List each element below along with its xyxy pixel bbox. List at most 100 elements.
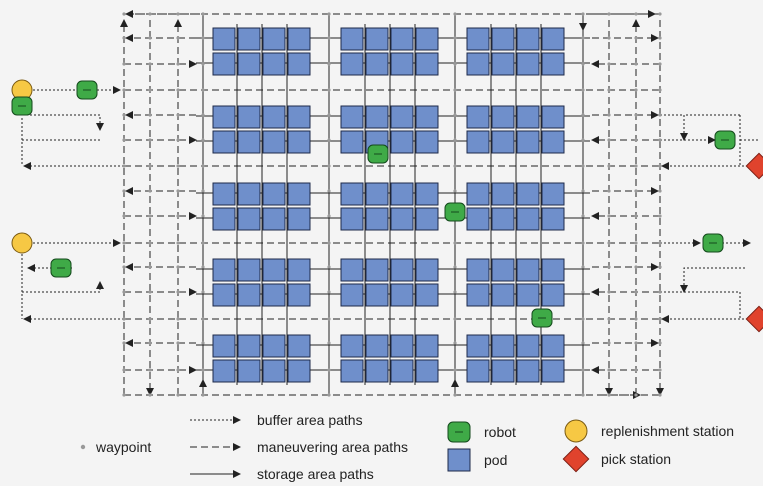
waypoint [658, 62, 662, 66]
waypoint [176, 290, 180, 294]
pod [212, 258, 236, 282]
pod [365, 207, 389, 231]
waypoint [658, 113, 662, 117]
waypoint [581, 393, 585, 397]
pod [365, 334, 389, 358]
waypoint [148, 317, 152, 321]
pod [287, 52, 311, 76]
pod [340, 334, 364, 358]
waypoint [327, 189, 331, 193]
pod [340, 105, 364, 129]
waypoint [634, 368, 638, 372]
pod [340, 182, 364, 206]
waypoint [122, 164, 126, 168]
pod [287, 182, 311, 206]
waypoint [176, 12, 180, 16]
waypoint [607, 88, 611, 92]
waypoint [176, 189, 180, 193]
pod [491, 52, 515, 76]
buffer-path [22, 114, 104, 131]
legend-replenishment-label: replenishment station [601, 423, 734, 439]
waypoint [148, 88, 152, 92]
pod [340, 207, 364, 231]
pod [365, 182, 389, 206]
pod [390, 334, 414, 358]
waypoint [122, 113, 126, 117]
pod [466, 207, 490, 231]
pod [415, 334, 439, 358]
pod [516, 182, 540, 206]
pod [541, 359, 565, 383]
pod [287, 334, 311, 358]
waypoint [607, 290, 611, 294]
legend-replenishment-icon [564, 419, 588, 443]
pod [541, 182, 565, 206]
pod [415, 52, 439, 76]
pod [237, 334, 261, 358]
pod [491, 258, 515, 282]
waypoint [581, 88, 585, 92]
pod [491, 334, 515, 358]
waypoint [634, 290, 638, 294]
pod [365, 283, 389, 307]
waypoint [122, 189, 126, 193]
pod [466, 182, 490, 206]
waypoint [122, 265, 126, 269]
pod [262, 52, 286, 76]
waypoint [201, 62, 205, 66]
pod [365, 105, 389, 129]
pod [340, 258, 364, 282]
waypoint [327, 164, 331, 168]
pod [516, 283, 540, 307]
waypoint [148, 12, 152, 16]
waypoint [201, 189, 205, 193]
waypoint [658, 138, 662, 142]
pod [491, 105, 515, 129]
waypoint [453, 393, 457, 397]
pod [466, 359, 490, 383]
pod [516, 27, 540, 51]
waypoint [176, 113, 180, 117]
pod [237, 207, 261, 231]
waypoint [607, 368, 611, 372]
waypoint [658, 265, 662, 269]
legend-buffer-label: buffer area paths [257, 412, 363, 428]
waypoint [607, 393, 611, 397]
pod [390, 105, 414, 129]
pod [212, 182, 236, 206]
legend-waypoint-icon [80, 444, 86, 450]
waypoint [658, 317, 662, 321]
waypoint [453, 12, 457, 16]
waypoint [176, 62, 180, 66]
waypoint [122, 368, 126, 372]
waypoint [453, 36, 457, 40]
waypoint [201, 265, 205, 269]
pod-grid [212, 27, 565, 383]
pod [516, 334, 540, 358]
pick-station [745, 152, 763, 180]
pod [415, 105, 439, 129]
pod [491, 130, 515, 154]
buffer-path [22, 281, 104, 293]
pod [390, 27, 414, 51]
waypoint [327, 317, 331, 321]
waypoint [607, 12, 611, 16]
pod [340, 359, 364, 383]
pod [237, 105, 261, 129]
pod [390, 182, 414, 206]
waypoint [327, 265, 331, 269]
waypoint [634, 317, 638, 321]
waypoint [201, 138, 205, 142]
waypoint [581, 62, 585, 66]
waypoint [122, 62, 126, 66]
waypoint [148, 241, 152, 245]
waypoint [453, 241, 457, 245]
pod [491, 182, 515, 206]
pod [287, 105, 311, 129]
pod [390, 258, 414, 282]
waypoint [176, 265, 180, 269]
pod [212, 283, 236, 307]
waypoint [658, 393, 662, 397]
waypoint [658, 164, 662, 168]
waypoint [122, 393, 126, 397]
